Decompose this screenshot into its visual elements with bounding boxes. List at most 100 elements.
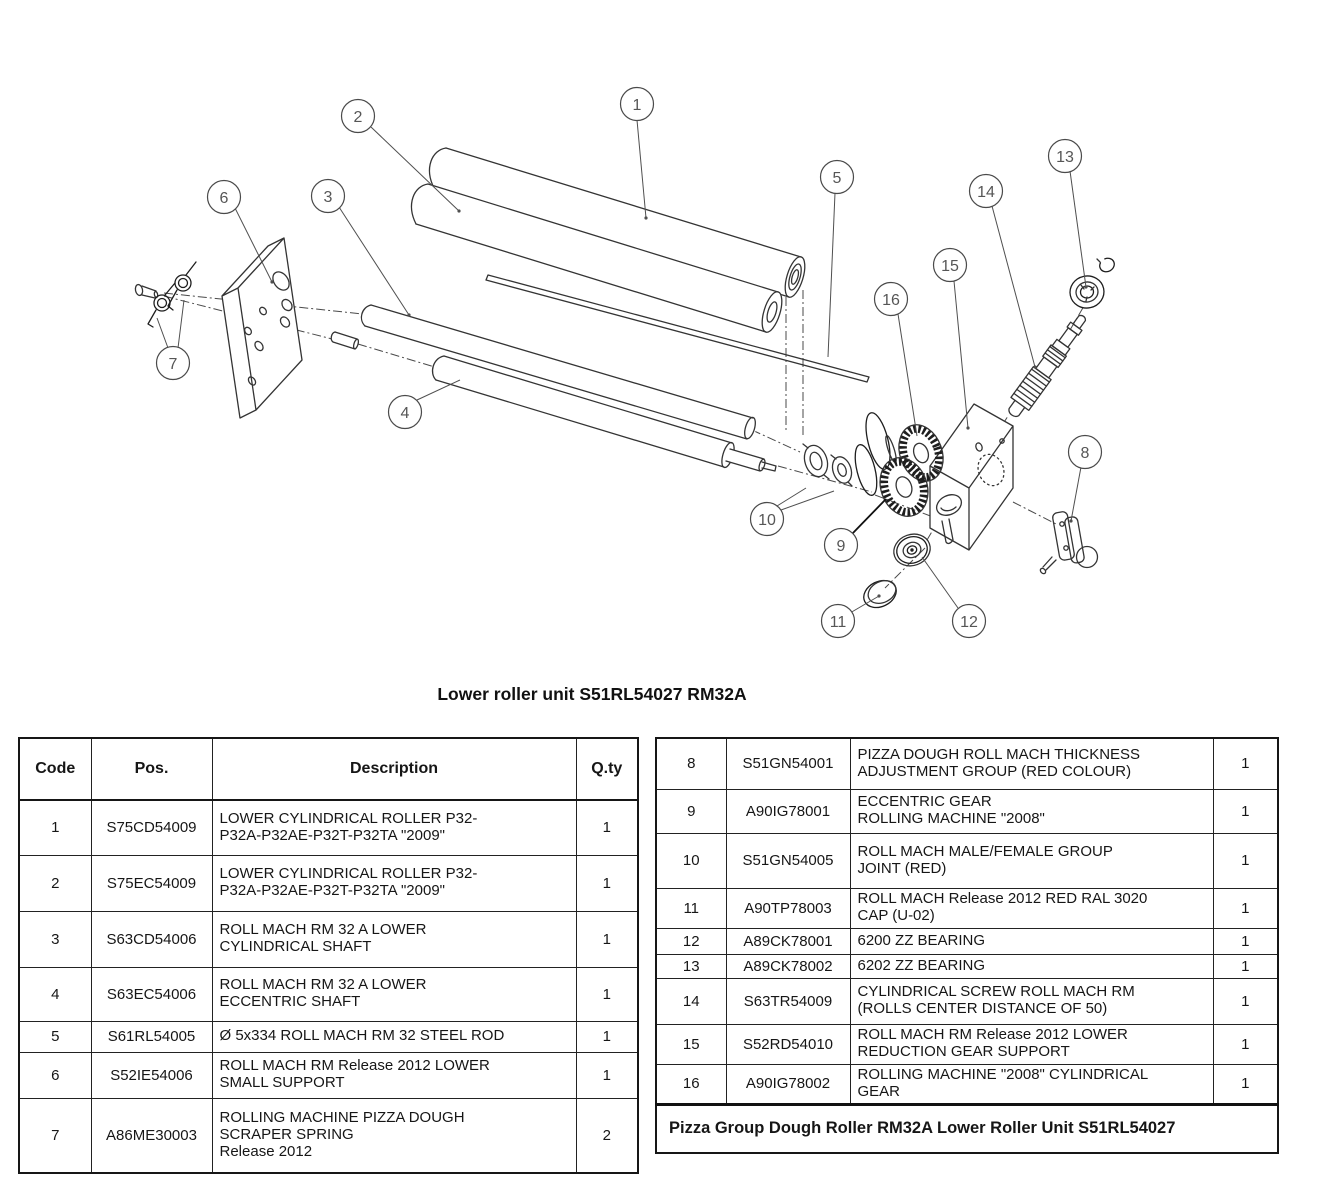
pos-cell: S52RD54010 [725,1023,851,1065]
code-cell: 4 [18,966,92,1022]
pos-cell: S75EC54009 [90,854,213,912]
pos-cell: S63CD54006 [90,910,213,968]
description-cell: ROLL MACH RM Release 2012 LOWER REDUCTIO… [849,1023,1214,1065]
parts-table-left: Code Pos. Description Q.ty 1 S75CD54009 … [18,737,639,1174]
bearing-6202 [1069,275,1105,309]
description-cell: CYLINDRICAL SCREW ROLL MACH RM (ROLLS CE… [849,977,1214,1025]
code-cell: 2 [18,854,92,912]
callout-7: 7 [155,345,191,381]
callout-8: 8 [1067,434,1103,470]
table-row: 3 S63CD54006 ROLL MACH RM 32 A LOWER CYL… [18,910,639,968]
thickness-adjustment-group [1039,511,1099,575]
code-cell: 7 [18,1097,92,1174]
callout-14: 14 [968,173,1004,209]
code-cell: 1 [18,799,92,856]
table-row: 11 A90TP78003 ROLL MACH Release 2012 RED… [655,887,1279,929]
description-cell: ROLLING MACHINE PIZZA DOUGH SCRAPER SPRI… [211,1097,577,1174]
pos-cell: A89CK78002 [725,953,851,979]
callout-4: 4 [387,394,423,430]
callout-13: 13 [1047,138,1083,174]
qty-cell: 1 [1212,737,1279,790]
table-row: 12 A89CK78001 6200 ZZ BEARING 1 [655,927,1279,955]
table-row: 13 A89CK78002 6202 ZZ BEARING 1 [655,953,1279,979]
description-cell: LOWER CYLINDRICAL ROLLER P32- P32A-P32AE… [211,799,577,856]
cylindrical-shaft [360,304,757,440]
header-pos: Pos. [90,737,213,801]
code-cell: 15 [655,1023,727,1065]
qty-cell: 1 [575,1020,639,1053]
code-cell: 11 [655,887,727,929]
pos-cell: S51GN54001 [725,737,851,790]
qty-cell: 1 [1212,927,1279,955]
svg-text:1: 1 [633,97,642,114]
callout-6: 6 [206,179,242,215]
code-cell: 13 [655,953,727,979]
o-rings [854,412,897,496]
page-title: Lower roller unit S51RL54027 RM32A [437,684,747,704]
pos-cell: A89CK78001 [725,927,851,955]
description-cell: 6200 ZZ BEARING [849,927,1214,955]
svg-text:3: 3 [324,189,333,206]
qty-cell: 2 [575,1097,639,1174]
qty-cell: 1 [575,1051,639,1099]
table-row: 8 S51GN54001 PIZZA DOUGH ROLL MACH THICK… [655,737,1279,790]
code-cell: 9 [655,788,727,834]
table-row: 14 S63TR54009 CYLINDRICAL SCREW ROLL MAC… [655,977,1279,1025]
svg-text:5: 5 [833,170,842,187]
description-cell: ROLLING MACHINE "2008" CYLINDRICAL GEAR [849,1063,1214,1105]
leader-lines [156,119,1088,614]
pos-cell: S52IE54006 [90,1051,213,1099]
eccentric-shaft [330,331,777,472]
description-cell: PIZZA DOUGH ROLL MACH THICKNESS ADJUSTME… [849,737,1214,790]
table-row: 2 S75EC54009 LOWER CYLINDRICAL ROLLER P3… [18,854,639,912]
table-row: 7 A86ME30003 ROLLING MACHINE PIZZA DOUGH… [18,1097,639,1174]
small-support-plate [221,237,303,419]
svg-text:15: 15 [941,258,959,275]
pos-cell: S63EC54006 [90,966,213,1022]
table-row: 5 S61RL54005 Ø 5x334 ROLL MACH RM 32 STE… [18,1020,639,1053]
qty-cell: 1 [1212,1023,1279,1065]
code-cell: 10 [655,832,727,889]
description-cell: ROLL MACH RM 32 A LOWER CYLINDRICAL SHAF… [211,910,577,968]
code-cell: 3 [18,910,92,968]
qty-cell: 1 [575,910,639,968]
red-cap [863,579,897,609]
svg-text:6: 6 [220,190,229,207]
callout-16: 16 [873,281,909,317]
table-header-row: Code Pos. Description Q.ty [18,737,639,801]
callout-2: 2 [340,98,376,134]
pos-cell: A86ME30003 [90,1097,213,1174]
header-code: Code [18,737,92,801]
qty-cell: 1 [575,966,639,1022]
pos-cell: S63TR54009 [725,977,851,1025]
table-footer-row: Pizza Group Dough Roller RM32A Lower Rol… [655,1102,1279,1154]
table-row: 4 S63EC54006 ROLL MACH RM 32 A LOWER ECC… [18,966,639,1022]
description-cell: ROLL MACH MALE/FEMALE GROUP JOINT (RED) [849,832,1214,889]
qty-cell: 1 [1212,953,1279,979]
svg-text:10: 10 [758,512,776,529]
svg-text:14: 14 [977,184,995,201]
svg-text:16: 16 [882,292,900,309]
svg-text:2: 2 [354,109,363,126]
scraper-springs [147,261,197,328]
svg-text:13: 13 [1056,149,1074,166]
lower-cylindrical-roller-2 [410,183,784,333]
steel-rod [485,274,870,383]
description-cell: Ø 5x334 ROLL MACH RM 32 STEEL ROD [211,1020,577,1053]
callout-1: 1 [619,86,655,122]
description-cell: LOWER CYLINDRICAL ROLLER P32- P32A-P32AE… [211,854,577,912]
bearing-6200 [893,533,931,567]
table-footer-title: Pizza Group Dough Roller RM32A Lower Rol… [655,1102,1279,1154]
code-cell: 14 [655,977,727,1025]
reduction-gear-support-block [929,403,1014,551]
pos-cell: A90TP78003 [725,887,851,929]
svg-text:11: 11 [830,614,847,631]
header-description: Description [211,737,577,801]
eccentric-gear [879,457,929,517]
male-female-joints [802,443,853,487]
qty-cell: 1 [1212,788,1279,834]
qty-cell: 1 [575,799,639,856]
code-cell: 6 [18,1051,92,1099]
callout-9: 9 [823,527,859,563]
